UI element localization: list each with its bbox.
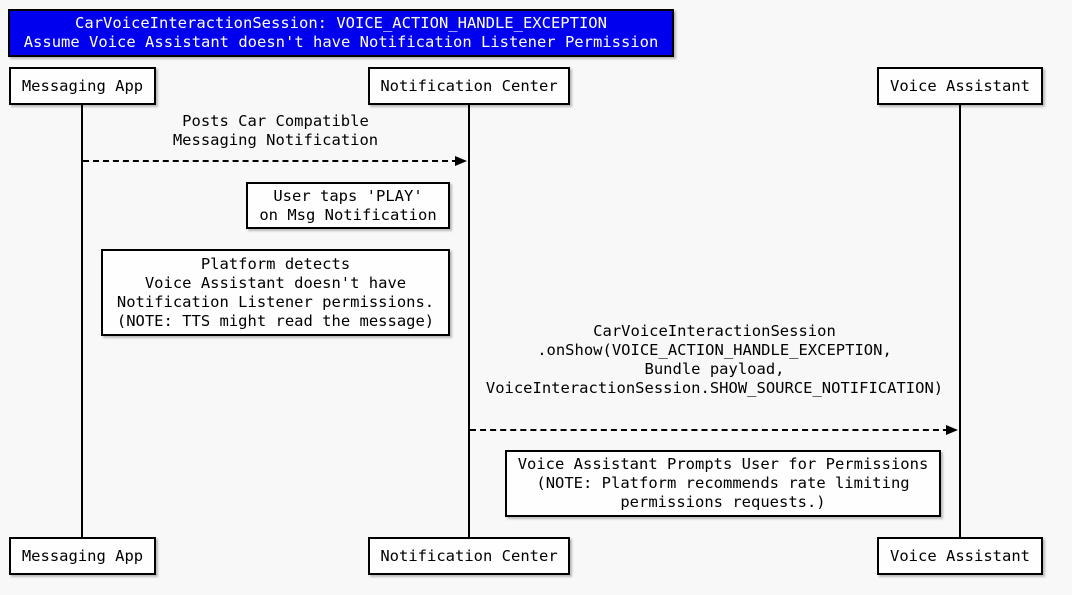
arrowhead-right-icon	[946, 425, 958, 435]
participant-label: Messaging App	[21, 76, 144, 95]
diagram-title: CarVoiceInteractionSession: VOICE_ACTION…	[8, 9, 674, 57]
participant-label: Voice Assistant	[890, 76, 1030, 95]
note-voice-assistant-prompts: Voice Assistant Prompts User for Permiss…	[505, 450, 941, 517]
lifeline-voice-assistant	[959, 104, 961, 538]
participant-label: Notification Center	[380, 76, 558, 95]
participant-voice-assistant-bottom: Voice Assistant	[877, 537, 1043, 575]
participant-notification-center-top: Notification Center	[368, 67, 570, 105]
note-user-taps-play: User taps 'PLAY' on Msg Notification	[246, 182, 450, 229]
participant-messaging-app-bottom: Messaging App	[9, 537, 156, 575]
participant-notification-center-bottom: Notification Center	[368, 537, 570, 575]
participant-label: Notification Center	[380, 546, 558, 565]
dashed-line	[83, 160, 458, 162]
lifeline-messaging-app	[81, 104, 83, 538]
dashed-line	[470, 429, 949, 431]
diagram-title-line-1: CarVoiceInteractionSession: VOICE_ACTION…	[75, 14, 607, 32]
lifeline-notification-center	[468, 104, 470, 538]
participant-voice-assistant-top: Voice Assistant	[877, 67, 1043, 105]
participant-label: Messaging App	[21, 546, 144, 565]
arrowhead-right-icon	[455, 156, 467, 166]
participant-messaging-app-top: Messaging App	[9, 67, 156, 105]
message-2-arrow	[470, 424, 958, 436]
diagram-title-line-2: Assume Voice Assistant doesn't have Noti…	[23, 33, 659, 51]
message-1-arrow	[83, 155, 467, 167]
message-1-label: Posts Car Compatible Messaging Notificat…	[172, 112, 379, 149]
participant-label: Voice Assistant	[890, 546, 1030, 565]
message-2-label: CarVoiceInteractionSession .onShow(VOICE…	[485, 322, 944, 397]
note-platform-detects: Platform detects Voice Assistant doesn't…	[101, 249, 450, 336]
